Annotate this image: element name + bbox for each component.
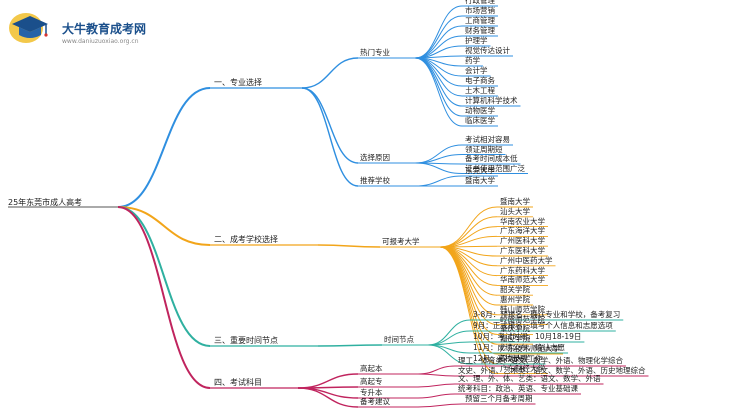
root-topic: 25年东莞市成人高考 [8, 198, 83, 207]
leaf-item: 领证周期短 [465, 144, 503, 154]
leaf-item: 临床医学 [465, 116, 495, 125]
leaf-item: 计算机科学技术 [465, 96, 518, 105]
leaf-item: 韩山师范学院 [500, 304, 545, 314]
group-connector [301, 57, 359, 89]
leaf-item: 广东海洋大学 [500, 226, 545, 236]
leaf-item: 广东药科大学 [500, 265, 545, 275]
leaf-item: 深圳大学 [500, 353, 530, 363]
leaf-connector [417, 383, 456, 388]
leaf-connector [414, 57, 463, 127]
leaf-item: 电子商务 [465, 76, 495, 85]
leaf-item: 岭南师范学院 [500, 314, 545, 324]
leaf-item: 证书使用范围广泛 [465, 163, 525, 173]
branch-connector [117, 206, 211, 347]
leaf-item: 理工、体育类：语文、数学、外语、物理化学综合 [458, 356, 623, 365]
leaf-item: 暨南大学 [500, 197, 530, 206]
leaf-item: 广州医科大学 [500, 236, 545, 246]
leaf-connector [414, 154, 463, 164]
group-connector [297, 373, 359, 389]
leaf-item: 文史、外语、艺术类：语文、数学、外语、历史地理综合 [458, 366, 646, 375]
site-title: 大牛教育成考网 [62, 22, 147, 36]
leaf-connector [427, 344, 471, 354]
group-label: 专升本 [360, 388, 383, 397]
leaf-connector [414, 5, 463, 59]
leaf-item: 广东技术师范大学 [500, 344, 560, 353]
leaf-item: 11月：成绩公布，确认志愿 [473, 343, 566, 352]
leaf-connector [414, 162, 463, 174]
leaf-item: 行政管理 [465, 0, 495, 5]
leaf-item: 肇庆学院 [500, 324, 530, 334]
leaf-connector [414, 144, 463, 164]
leaf-item: 预留三个月备考周期 [465, 394, 533, 403]
branch-connector [117, 206, 211, 389]
leaf-item: 广州中医药大学 [500, 255, 553, 265]
leaf-item: 文、理、外、体、艺类：语文、数学、外语 [458, 374, 601, 383]
leaf-connector [427, 341, 471, 346]
group-label: 热门专业 [360, 48, 390, 57]
group-label: 高起专 [360, 377, 383, 386]
leaf-item: 广东财经大学 [500, 363, 545, 373]
graduation-cap-icon [8, 8, 50, 46]
leaf-item: 9月：正式报名，填写个人信息和志愿选项 [473, 321, 613, 330]
leaf-item: 广东医科大学 [500, 246, 545, 255]
group-label: 备考建议 [360, 397, 390, 406]
leaf-item: 财务管理 [465, 26, 495, 35]
leaf-item: 嘉应学院 [500, 334, 530, 344]
leaf-item: 华南师范大学 [500, 275, 545, 285]
leaf-connector [414, 35, 463, 59]
leaf-item: 备考时间成本低 [465, 154, 518, 163]
group-label: 选择原因 [360, 153, 390, 162]
leaf-item: 土木工程 [465, 86, 495, 95]
leaf-connector [417, 393, 456, 399]
group-connector [301, 87, 359, 164]
branch-label: 四、考试科目 [214, 378, 262, 387]
leaf-connector [427, 319, 471, 346]
group-connector [301, 87, 359, 187]
leaf-item: 统考科目：政治、英语、专业基础课 [458, 384, 578, 393]
leaf-connector [439, 216, 498, 248]
leaf-connector [427, 344, 471, 365]
group-label: 高起本 [360, 364, 383, 373]
leaf-connector [417, 403, 463, 408]
leaf-item: 暨南大学 [465, 176, 495, 185]
leaf-connector [414, 175, 463, 187]
group-connector [297, 387, 359, 399]
group-connector [317, 344, 383, 347]
branch-label: 二、成考学校选择 [214, 235, 278, 244]
leaf-item: 韶关学院 [500, 285, 530, 295]
leaf-item: 3-8月：预报名，确认专业和学校，备考复习 [473, 310, 621, 319]
leaf-item: 考试相对容易 [465, 135, 510, 144]
leaf-item: 视觉传达设计 [465, 46, 510, 55]
leaf-item: 动物医学 [465, 106, 495, 115]
group-label: 时间节点 [384, 335, 414, 344]
leaf-item: 惠州学院 [500, 295, 530, 304]
leaf-connector [439, 246, 498, 296]
branch-connector [117, 206, 211, 246]
leaf-item: 会计学 [465, 66, 488, 75]
leaf-item: 药学 [465, 56, 480, 65]
group-label: 可报考大学 [382, 237, 420, 246]
leaf-item: 护理学 [465, 36, 488, 45]
branch-label: 一、专业选择 [214, 78, 262, 87]
branch-label: 三、重要时间节点 [214, 336, 278, 345]
site-url: www.daniuzuoxiao.org.cn [62, 38, 139, 45]
group-connector [317, 244, 381, 248]
leaf-connector [417, 373, 456, 377]
leaf-connector [439, 246, 498, 375]
leaf-item: 10月：考试时间，10月18-19日 [473, 332, 582, 341]
branch-connector [117, 87, 211, 208]
leaf-item: 华南农业大学 [500, 216, 545, 226]
leaf-item: 工商管理 [465, 16, 495, 25]
leaf-item: 东莞大学 [465, 166, 495, 175]
leaf-connector [417, 365, 456, 375]
leaf-item: 市场营销 [465, 6, 495, 15]
group-connector [297, 387, 359, 408]
site-logo: 大牛教育成考网 www.daniuzuoxiao.org.cn [8, 8, 146, 46]
group-label: 推荐学校 [360, 176, 390, 185]
leaf-item: 12月：高校录取工作 [473, 354, 543, 363]
leaf-connector [414, 57, 463, 97]
leaf-item: 汕头大学 [500, 206, 530, 216]
